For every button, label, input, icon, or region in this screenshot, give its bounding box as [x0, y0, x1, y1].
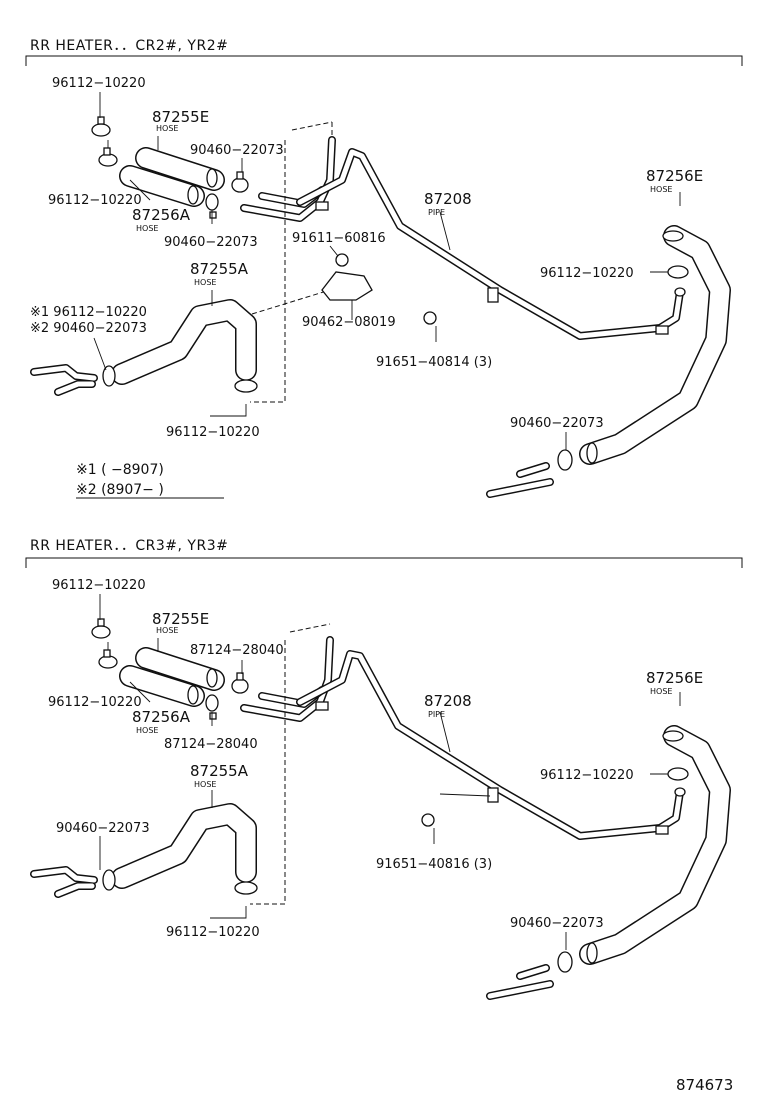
- label-clamp-bottom: 96112−10220: [166, 425, 260, 440]
- label-hose-87255e: 87255E: [152, 108, 209, 126]
- section-bracket-line: [25, 55, 743, 66]
- section-bracket-line: [25, 557, 743, 568]
- hose-87256e: [557, 225, 731, 471]
- pipe-87208: [296, 148, 686, 340]
- label-bracket: 90462−08019: [302, 315, 396, 330]
- grommet-icon: [423, 311, 437, 325]
- label-clamp-right2: 90460−22073: [510, 416, 604, 431]
- heater-connector-left: [30, 866, 98, 898]
- pipe-87208: [296, 650, 686, 840]
- rear-connector: [486, 462, 554, 498]
- hose-87255a: [102, 803, 258, 895]
- label-clamp-bottom: 96112−10220: [166, 925, 260, 940]
- label-pipe-sub: PIPE: [428, 710, 445, 719]
- section-cr2: RR HEATER．．CR2#, YR2#: [25, 38, 743, 499]
- label-hose-87256e-sub: HOSE: [650, 687, 672, 696]
- label-clamp-right: 96112−10220: [540, 266, 634, 281]
- hose-pair-87255e: [119, 647, 225, 707]
- label-note2: ※2 90460−22073: [30, 321, 147, 336]
- footnote-2: ※2 (8907− ): [76, 482, 164, 498]
- label-clamp-top: 96112−10220: [52, 578, 146, 593]
- label-hose-87256a: 87256A: [132, 708, 191, 726]
- label-clamp-top: 96112−10220: [52, 76, 146, 91]
- label-hose-87256a: 87256A: [132, 206, 191, 224]
- label-clamp-b: 90460−22073: [190, 143, 284, 158]
- label-hose-87255a: 87255A: [190, 762, 249, 780]
- rear-connector: [486, 964, 554, 1000]
- label-hose-87256a-sub: HOSE: [136, 726, 158, 735]
- label-hose-87256e: 87256E: [646, 167, 703, 185]
- label-pipe: 87208: [424, 190, 472, 208]
- label-clamp-left: 90460−22073: [56, 821, 150, 836]
- leader-lines: [99, 594, 681, 950]
- label-hose-87255e: 87255E: [152, 610, 209, 628]
- label-hose-87255e-sub: HOSE: [156, 626, 178, 635]
- section-cr3: RR HEATER．．CR3#, YR3#: [25, 538, 743, 1000]
- label-clamp-b2: 87124−28040: [164, 737, 258, 752]
- section-title: RR HEATER．．CR2#, YR2#: [30, 38, 228, 54]
- label-clamp-b2: 90460−22073: [164, 235, 258, 250]
- leader-lines: [93, 92, 681, 450]
- section-title: RR HEATER．．CR3#, YR3#: [30, 538, 228, 554]
- label-hose-87255a-sub: HOSE: [194, 278, 216, 287]
- hose-pair-87255e: [119, 147, 225, 207]
- label-grommet: 91651−40814 (3): [376, 355, 492, 370]
- label-clamp-right2: 90460−22073: [510, 916, 604, 931]
- label-clamp-mid: 96112−10220: [48, 695, 142, 710]
- label-hose-87255e-sub: HOSE: [156, 124, 178, 133]
- hose-clamp-icon: [91, 116, 249, 219]
- label-pipe-sub: PIPE: [428, 208, 445, 217]
- illustration-id: 874673: [676, 1076, 733, 1094]
- label-hose-87256a-sub: HOSE: [136, 224, 158, 233]
- label-clamp-right: 96112−10220: [540, 768, 634, 783]
- hose-87256e: [557, 725, 731, 973]
- bracket-icon: [321, 253, 373, 301]
- label-hose-87256e: 87256E: [646, 669, 703, 687]
- label-bolt: 91611−60816: [292, 231, 386, 246]
- grommet-icon: [421, 813, 435, 827]
- label-clamp-b: 87124−28040: [190, 643, 284, 658]
- label-clamp-mid: 96112−10220: [48, 193, 142, 208]
- label-note1: ※1 96112−10220: [30, 305, 147, 320]
- hose-87255a: [102, 299, 258, 393]
- label-pipe: 87208: [424, 692, 472, 710]
- label-hose-87255a: 87255A: [190, 260, 249, 278]
- heater-connector-left: [30, 364, 98, 396]
- label-grommet: 91651−40816 (3): [376, 857, 492, 872]
- footnote-1: ※1 ( −8907): [76, 462, 164, 478]
- label-hose-87255a-sub: HOSE: [194, 780, 216, 789]
- label-hose-87256e-sub: HOSE: [650, 185, 672, 194]
- hose-clamp-icon: [91, 618, 249, 720]
